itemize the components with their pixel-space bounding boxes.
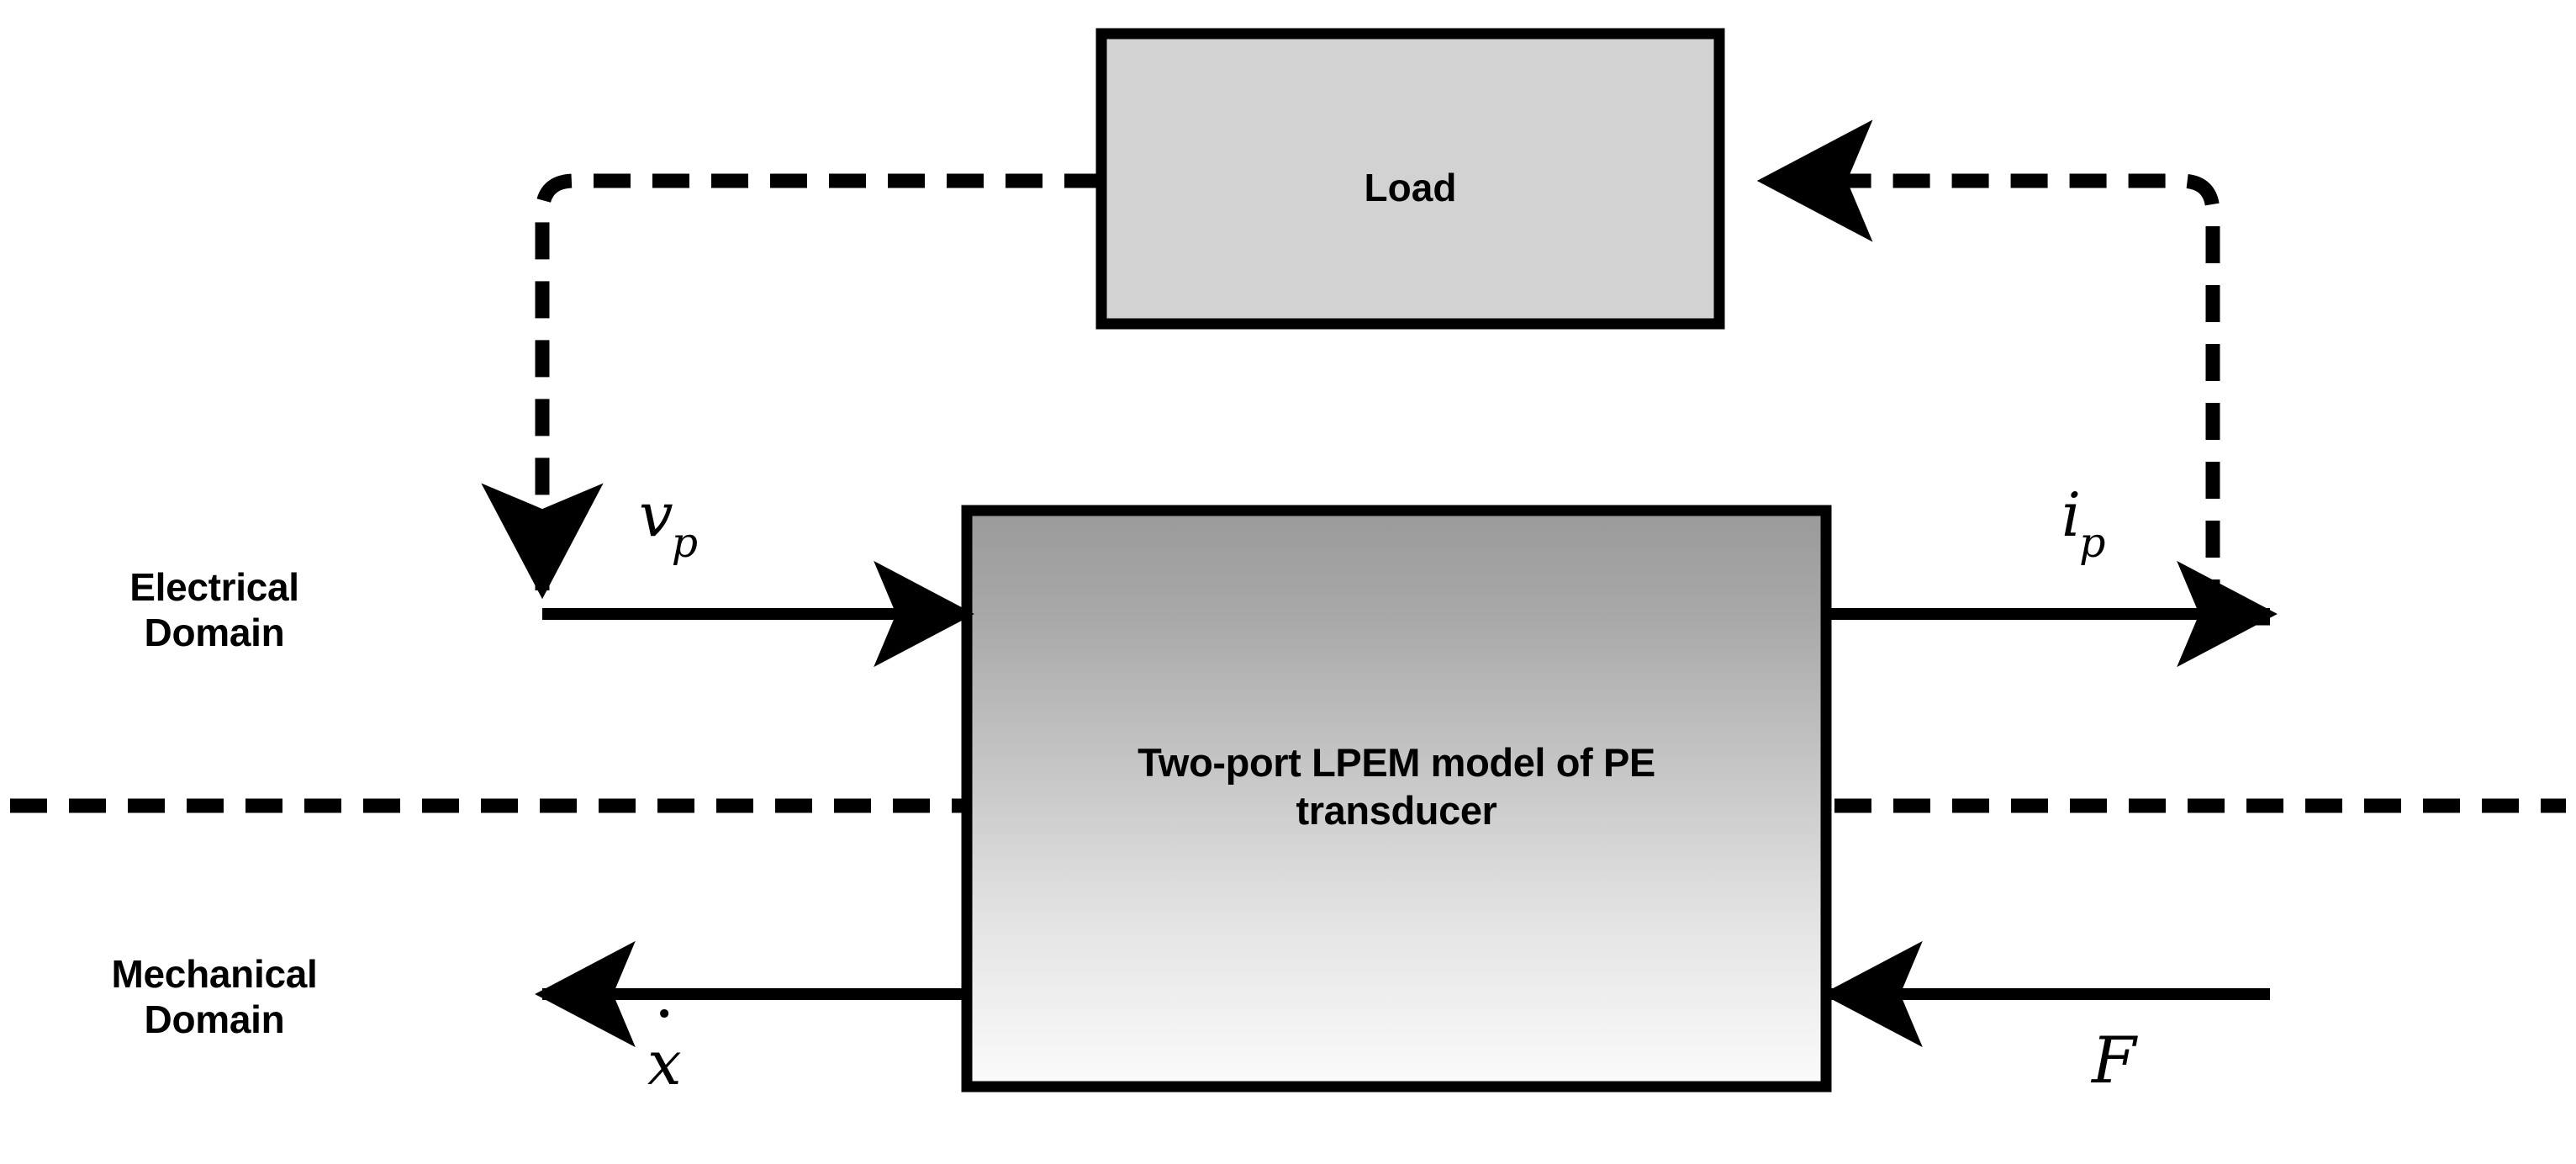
ip-to-load-feedback-path	[1756, 119, 2270, 626]
ip-subscript: p	[2079, 519, 2106, 568]
electrical-domain-label: Electrical Domain	[129, 565, 299, 654]
signal-label-vp: vp	[639, 479, 699, 567]
transducer-label-line2: transducer	[1296, 788, 1497, 833]
load-block[interactable]	[1095, 28, 1725, 330]
force-symbol: F	[2092, 1023, 2136, 1098]
load-to-vp-feedback-path	[481, 173, 1101, 600]
transducer-label-line1: Two-port LPEM model of PE	[1138, 740, 1655, 785]
transducer-block[interactable]	[961, 505, 1832, 1093]
ip-symbol: i	[2061, 479, 2082, 550]
xdot-accent-dot-icon	[660, 1009, 668, 1018]
signal-label-force: F	[2092, 1023, 2136, 1098]
xdot-symbol: x	[647, 1028, 682, 1098]
signal-label-xdot: x	[647, 1009, 682, 1098]
load-block-label: Load	[1364, 166, 1457, 209]
signal-label-ip: ip	[2061, 479, 2107, 567]
vp-subscript: p	[671, 519, 699, 568]
mechanical-domain-label: Mechanical Domain	[111, 952, 318, 1041]
vp-symbol: v	[639, 479, 673, 550]
